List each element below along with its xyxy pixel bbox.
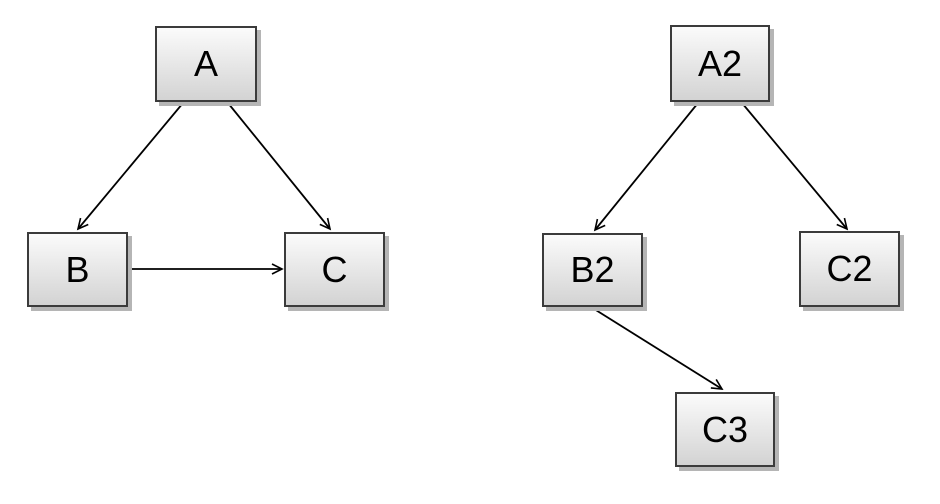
node-C3-label: C3	[701, 408, 749, 450]
edge-A-to-B	[76, 102, 184, 231]
node-C[interactable]: C	[284, 232, 385, 307]
node-C-label: C	[321, 248, 348, 290]
node-C2[interactable]: C2	[799, 231, 900, 307]
node-B-label: B	[65, 248, 90, 290]
node-A[interactable]: A	[155, 26, 257, 102]
node-B2-label: B2	[570, 249, 615, 290]
node-A2[interactable]: A2	[670, 25, 770, 102]
edge-A-to-C	[227, 102, 332, 231]
node-C3[interactable]: C3	[675, 392, 775, 467]
edge-A2-to-C2	[741, 102, 849, 231]
edge-A2-to-B2	[593, 102, 699, 232]
node-C2-label: C2	[826, 248, 873, 289]
node-A-label: A	[193, 43, 218, 84]
node-B[interactable]: B	[27, 232, 128, 307]
node-B2[interactable]: B2	[542, 233, 643, 307]
node-A2-label: A2	[697, 42, 743, 84]
edge-B2-to-C3	[590, 306, 724, 390]
